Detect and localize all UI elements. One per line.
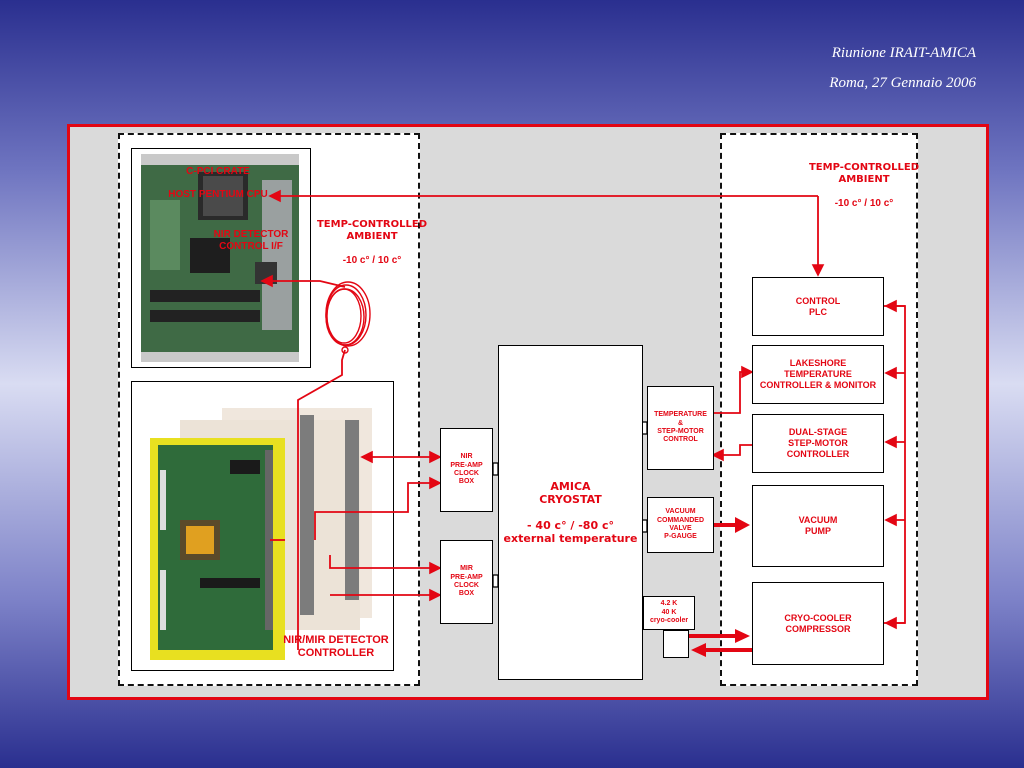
dual-stage-motor-box[interactable]: DUAL-STAGE STEP-MOTOR CONTROLLER <box>752 414 884 473</box>
nir-preamp-box[interactable]: NIR PRE-AMP CLOCK BOX <box>440 428 493 512</box>
left-ambient-range: -10 c° / 10 c° <box>342 255 402 266</box>
right-ambient-title: TEMP-CONTROLLED AMBIENT <box>808 162 919 185</box>
cpci-board-photo <box>139 152 301 364</box>
header-title: Riunione IRAIT-AMICA <box>831 45 976 61</box>
amica-cryostat-box[interactable]: AMICA CRYOSTAT - 40 c° / -80 c° external… <box>498 345 643 680</box>
left-ambient-title: TEMP-CONTROLLED AMBIENT <box>316 219 427 242</box>
control-plc-box[interactable]: CONTROL PLC <box>752 277 884 336</box>
vacuum-valve-box[interactable]: VACUUM COMMANDED VALVE P-GAUGE <box>647 497 714 553</box>
vacuum-pump-box[interactable]: VACUUM PUMP <box>752 485 884 567</box>
cpci-crate-line1: C-PCI CRATE <box>186 165 250 177</box>
temp-step-control-box[interactable]: TEMPERATURE & STEP-MOTOR CONTROL <box>647 386 714 470</box>
right-ambient-range: -10 c° / 10 c° <box>834 198 894 209</box>
detector-controller-photo <box>150 408 372 660</box>
cryo-cooler-box[interactable]: 4.2 K 40 K cryo-cooler <box>643 596 695 630</box>
nir-detector-control-label: NIR DETECTOR CONTROL I/F <box>213 229 289 252</box>
header-subtitle: Roma, 27 Gennaio 2006 <box>829 75 976 91</box>
detector-controller-label: NIR/MIR DETECTOR CONTROLLER <box>283 634 389 659</box>
cryo-cooler-head <box>663 630 689 658</box>
fiber-cable-coil <box>325 281 371 354</box>
mir-preamp-box[interactable]: MIR PRE-AMP CLOCK BOX <box>440 540 493 624</box>
cryo-compressor-box[interactable]: CRYO-COOLER COMPRESSOR <box>752 582 884 665</box>
cpci-crate-label: C-PCI CRATE HOST PENTIUM CPU <box>150 154 286 212</box>
lakeshore-controller-box[interactable]: LAKESHORE TEMPERATURE CONTROLLER & MONIT… <box>752 345 884 404</box>
cpci-crate-line2: HOST PENTIUM CPU <box>168 188 268 200</box>
